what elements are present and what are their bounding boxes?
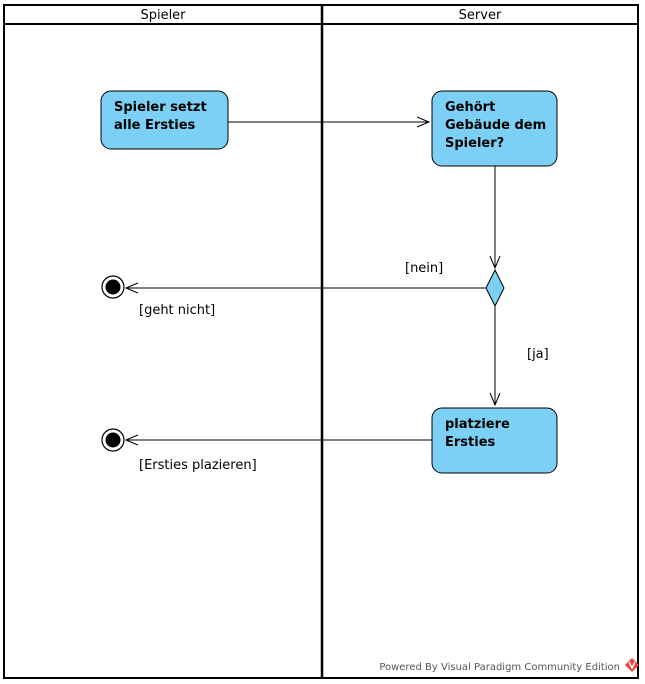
action-spieler-setzt[interactable]: Spieler setzt alle Ersties: [100, 90, 229, 150]
action-label-line-1: Gehört: [445, 100, 495, 115]
guard-nein: [nein]: [405, 261, 443, 276]
action-label-line-1: Spieler setzt: [114, 100, 207, 115]
final-node-geht-nicht[interactable]: [101, 275, 125, 299]
guard-ersties-plazieren: [Ersties plazieren]: [139, 458, 257, 473]
action-label-line-1: platziere: [445, 417, 510, 432]
action-label-line-2: Ersties: [445, 435, 496, 450]
guard-geht-nicht: [geht nicht]: [139, 303, 215, 318]
visual-paradigm-logo-icon: [625, 658, 639, 672]
action-label-line-2: alle Ersties: [114, 118, 196, 133]
action-box: [100, 90, 229, 150]
action-label-line-3: Spieler?: [445, 136, 504, 151]
powered-by-footer: Powered By Visual Paradigm Community Edi…: [379, 662, 620, 673]
action-label-line-2: Gebäude dem: [445, 118, 546, 133]
lane-title-server: Server: [459, 8, 502, 23]
action-gehoert-gebaeude[interactable]: Gehört Gebäude dem Spieler?: [431, 90, 558, 167]
logo-diamond: [625, 658, 639, 672]
final-node-dot: [105, 279, 121, 295]
logo-mark: [628, 661, 636, 670]
lane-title-spieler: Spieler: [140, 8, 186, 23]
final-node-ersties-plazieren[interactable]: [101, 428, 125, 452]
final-node-dot: [105, 432, 121, 448]
action-platziere-ersties[interactable]: platziere Ersties: [431, 407, 558, 474]
guard-ja: [ja]: [527, 347, 549, 362]
